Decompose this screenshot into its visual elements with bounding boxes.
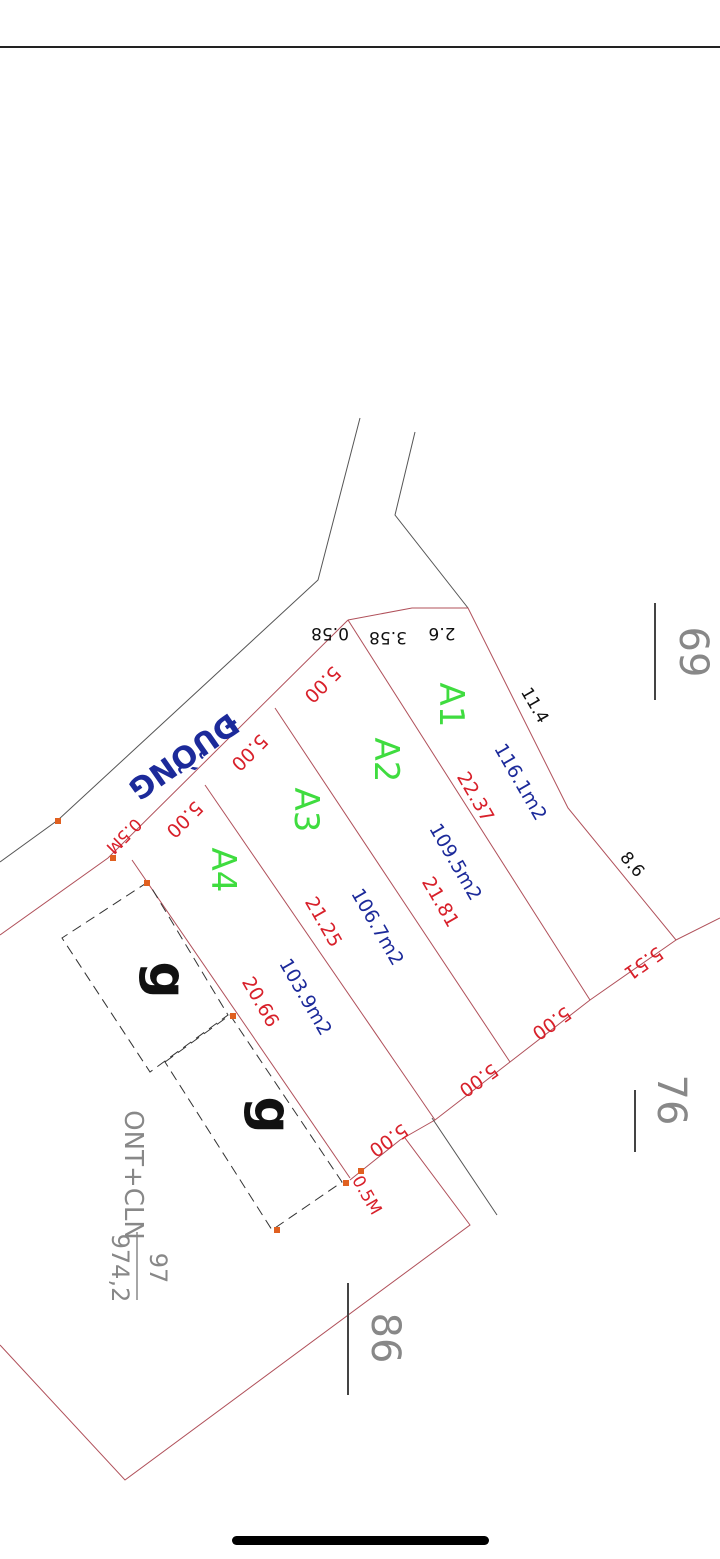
setback-top: 0.5M (102, 814, 146, 858)
lot-area-a3: 106.7m2 (346, 885, 408, 970)
lot-back-a1: 5.51 (620, 942, 667, 984)
parcel-number-86: 86 (362, 1313, 408, 1364)
lot-boundaries (0, 607, 720, 1481)
edge-dim-3-58: 3.58 (369, 627, 407, 647)
lot-name-a4: A4 (203, 848, 243, 893)
building-mark-2: g (242, 1096, 302, 1133)
lot-area-a4: 103.9m2 (274, 955, 336, 1040)
lot-name-a3: A3 (286, 788, 326, 833)
survey-markers (55, 818, 364, 1233)
road-edge-upper (0, 417, 361, 863)
edge-dim-11-4: 11.4 (516, 684, 552, 727)
road-label: ĐƯỜNG (122, 705, 247, 808)
lot-back-a2: 5.00 (528, 1002, 575, 1044)
edge-dim-2-6: 2.6 (428, 623, 455, 643)
lot-depth-a3: 21.25 (300, 893, 346, 951)
lot-depth-a4: 20.66 (237, 973, 283, 1031)
lot-back-a4: 5.00 (365, 1119, 412, 1161)
parcel-area: 974,2 (106, 1234, 134, 1303)
setback-bottom: 0.5M (347, 1172, 385, 1218)
building-outlines (61, 881, 343, 1231)
road-edge-lower (394, 431, 469, 609)
lot-depth-a1: 22.37 (452, 768, 498, 826)
neighbor-boundary (431, 1117, 498, 1216)
lot-area-a1: 116.1m2 (489, 740, 551, 825)
parcel-number-76: 76 (648, 1075, 694, 1126)
land-use-code: ONT+CLN (118, 1110, 148, 1240)
building-mark-1: g (137, 961, 197, 998)
edge-dim-0-58: 0.58 (311, 623, 349, 643)
lot-name-a2: A2 (366, 738, 406, 783)
parcel-number: 97 (144, 1253, 172, 1284)
lot-front-a1: 5.00 (300, 662, 345, 707)
lot-back-a3: 5.00 (455, 1059, 502, 1101)
edge-dim-8-6: 8.6 (615, 848, 648, 882)
lot-name-a1: A1 (431, 683, 471, 728)
lot-front-a3: 5.00 (162, 797, 207, 842)
home-indicator[interactable] (232, 1536, 489, 1545)
parcel-number-69: 69 (670, 627, 716, 678)
